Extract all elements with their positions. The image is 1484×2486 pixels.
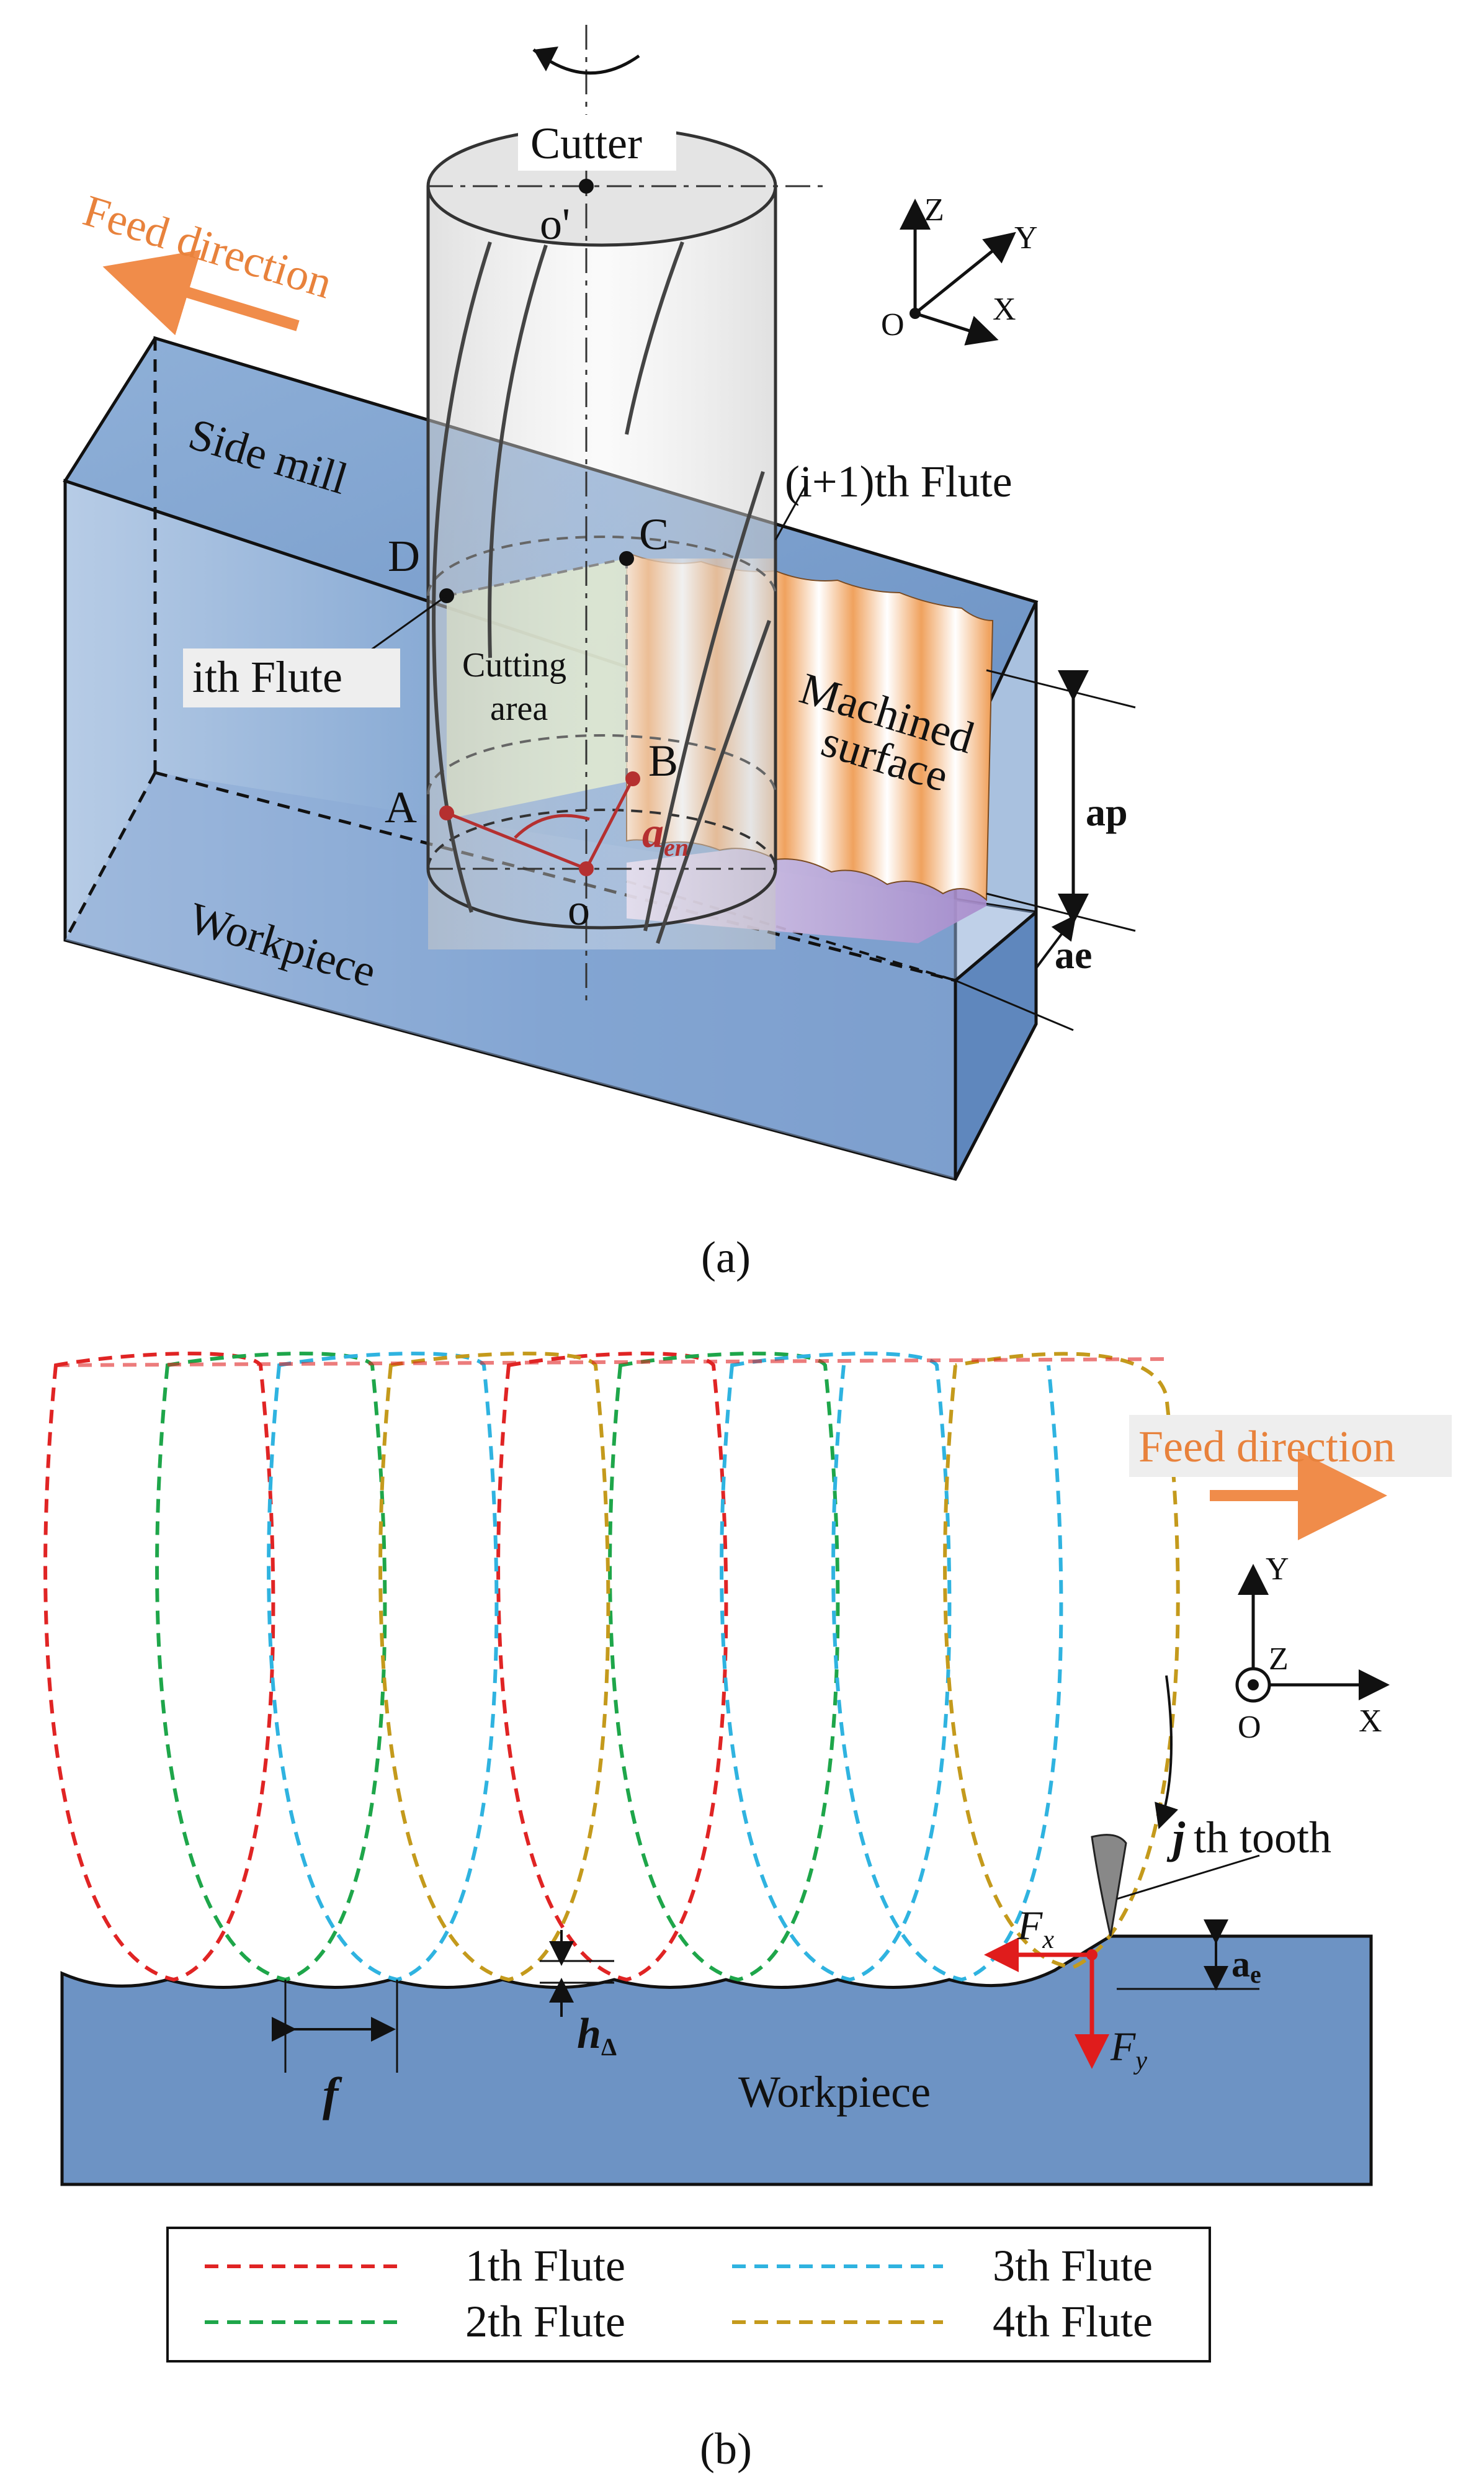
axis-z-label-b: Z xyxy=(1269,1641,1289,1677)
tooth xyxy=(1091,1675,1260,1937)
point-b-label: B xyxy=(648,736,678,786)
fy-label: Fy xyxy=(1110,2024,1147,2075)
axis-y-label-b: Y xyxy=(1266,1551,1289,1587)
fx-subscript: x xyxy=(1042,1926,1054,1954)
origin-label: o xyxy=(568,885,590,935)
legend-label-flute-2: 2th Flute xyxy=(465,2297,625,2346)
h-symbol: h xyxy=(577,2010,601,2058)
workpiece-label-b: Workpiece xyxy=(738,2067,931,2117)
f-dimension xyxy=(272,1980,398,2073)
fx-symbol: F xyxy=(1017,1903,1043,1949)
cutting-area-line1: Cutting xyxy=(462,646,566,684)
axes-b xyxy=(1235,1564,1390,1703)
tooth-j: j xyxy=(1166,1813,1186,1862)
panel-a: Cutter o' Feed direction Side mill (i+1)… xyxy=(63,25,1136,1282)
cutting-area-line2: area xyxy=(490,689,548,728)
point-c-label: C xyxy=(639,509,669,559)
cutting-geometry xyxy=(439,551,640,876)
trajectory-flute-4 xyxy=(378,1352,1180,1982)
ap-label: ap xyxy=(1086,790,1128,834)
angle-subscript: en xyxy=(664,833,689,861)
forces xyxy=(984,1937,1109,2069)
fx-label: Fx xyxy=(1017,1903,1054,1954)
axis-o-label-a: O xyxy=(881,307,905,343)
cutter-label: Cutter xyxy=(530,119,642,168)
trajectory-flute-2 xyxy=(155,1352,840,1982)
tooth-text: th tooth xyxy=(1194,1813,1331,1862)
feed-direction-label-a: Feed direction xyxy=(78,186,337,308)
fy-symbol: F xyxy=(1110,2024,1136,2070)
flute-i-label: ith Flute xyxy=(192,652,342,702)
axes-a xyxy=(900,199,1016,346)
angle-label: aen xyxy=(642,809,689,861)
angle-symbol: a xyxy=(642,809,664,857)
trajectory-flute-1 xyxy=(43,1352,728,1982)
ae-label-a: ae xyxy=(1055,933,1092,977)
axis-z-label-a: Z xyxy=(924,192,944,228)
ae-label-b: ae xyxy=(1231,1944,1261,1988)
origin-prime-label: o' xyxy=(540,199,570,249)
ae-dimension-b xyxy=(1117,1919,1259,1991)
workpiece-block-b xyxy=(60,1934,1373,2186)
flute-i1-label: (i+1)th Flute xyxy=(785,457,1012,506)
panel-b: 1th Flute 2th Flute 3th Flute 4th Flute … xyxy=(43,1352,1452,2474)
axis-x-label-a: X xyxy=(993,292,1016,327)
h-dimension xyxy=(540,1930,614,2017)
point-a-label: A xyxy=(385,783,417,832)
point-d-label: D xyxy=(388,531,420,581)
legend-label-flute-1: 1th Flute xyxy=(465,2241,625,2291)
h-subscript: Δ xyxy=(601,2033,617,2061)
trajectory-flute-3 xyxy=(267,1352,1063,1982)
axis-o-label-b: O xyxy=(1238,1710,1261,1745)
feed-direction-label-b: Feed direction xyxy=(1138,1422,1395,1471)
ap-dimension xyxy=(955,669,1136,1031)
axis-y-label-a: Y xyxy=(1014,220,1038,256)
legend-label-flute-4: 4th Flute xyxy=(993,2297,1153,2346)
axis-x-label-b: X xyxy=(1359,1703,1382,1739)
fy-subscript: y xyxy=(1133,2047,1147,2075)
cutter xyxy=(426,25,825,1005)
legend-label-flute-3: 3th Flute xyxy=(993,2241,1153,2291)
legend: 1th Flute 2th Flute 3th Flute 4th Flute xyxy=(166,2227,1211,2363)
feed-arrow-a xyxy=(102,249,300,336)
ae-symbol-b: a xyxy=(1231,1944,1250,1985)
feed-label-bg-b xyxy=(1129,1415,1452,1477)
caption-b: (b) xyxy=(700,2424,752,2474)
h-label: hΔ xyxy=(577,2010,617,2061)
caption-a: (a) xyxy=(701,1232,751,1282)
ae-subscript-b: e xyxy=(1250,1960,1261,1988)
